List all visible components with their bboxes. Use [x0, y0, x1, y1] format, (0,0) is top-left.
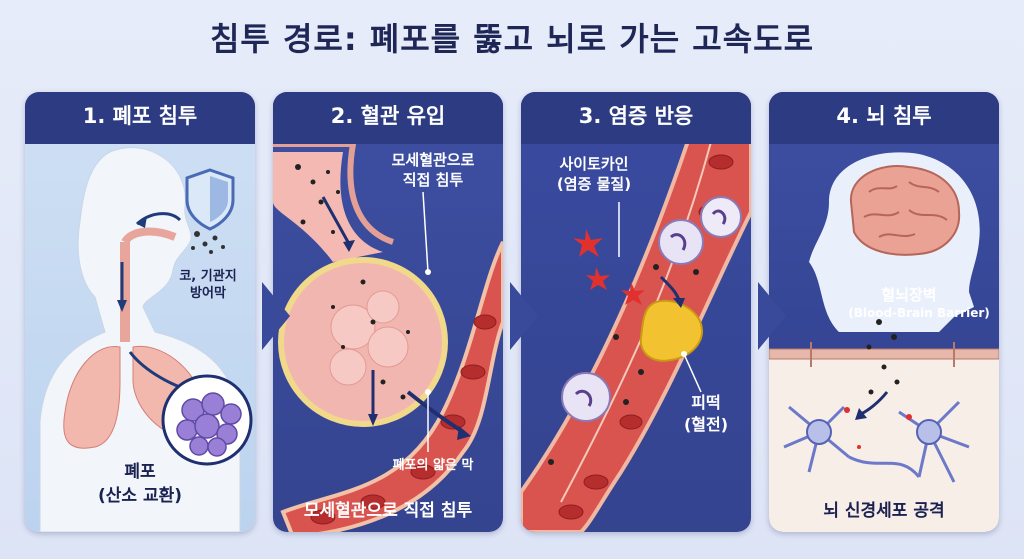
- flow-arrow-2: [510, 282, 538, 350]
- direct-capillary-label-top: 모세혈관으로 직접 침투: [391, 151, 475, 189]
- brain-illustration: [769, 152, 999, 532]
- panel-4-header: 4. 뇌 침투: [769, 92, 999, 144]
- panel-2-header: 2. 혈관 유입: [273, 92, 503, 144]
- panel-1-header: 1. 폐포 침투: [25, 92, 255, 144]
- inflammation-illustration: [521, 130, 751, 532]
- panel-brain-penetration: 4. 뇌 침투 혈뇌장벽 (Blood-Brain Barrier) 뇌 신경세…: [769, 92, 999, 532]
- alveoli-label: 폐포 (산소 교환): [97, 462, 183, 506]
- bbb-label-korean: 혈뇌장벽: [881, 286, 937, 304]
- flow-arrow-3: [758, 282, 786, 350]
- cytokine-label: 사이토카인 (염증 물질): [556, 155, 632, 193]
- panel-lung-penetration: 1. 폐포 침투 코, 기관지 방어막 폐포 (산소 교환): [25, 92, 255, 532]
- page-title: 침투 경로: 폐포를 뚫고 뇌로 가는 고속도로: [209, 20, 815, 58]
- vessel-illustration: [273, 141, 503, 532]
- neuron-attack-label: 뇌 신경세포 공격: [823, 501, 945, 521]
- blood-clot-label: 피떡 (혈전): [683, 393, 729, 434]
- bbb-label-english: (Blood-Brain Barrier): [848, 306, 990, 320]
- nose-bronchi-defense-label: 코, 기관지 방어막: [179, 269, 237, 301]
- panel-blood-vessel-entry: 2. 혈관 유입: [273, 92, 503, 532]
- alveolar-membrane-label: 폐포의 얇은 막: [392, 458, 474, 473]
- lung-illustration: [39, 147, 253, 532]
- flow-arrow-1: [262, 282, 290, 350]
- panel-3-header: 3. 염증 반응: [521, 92, 751, 144]
- panel-inflammation: 3. 염증 반응 사이: [521, 92, 751, 532]
- direct-capillary-label-bottom: 모세혈관으로 직접 침투: [303, 501, 473, 521]
